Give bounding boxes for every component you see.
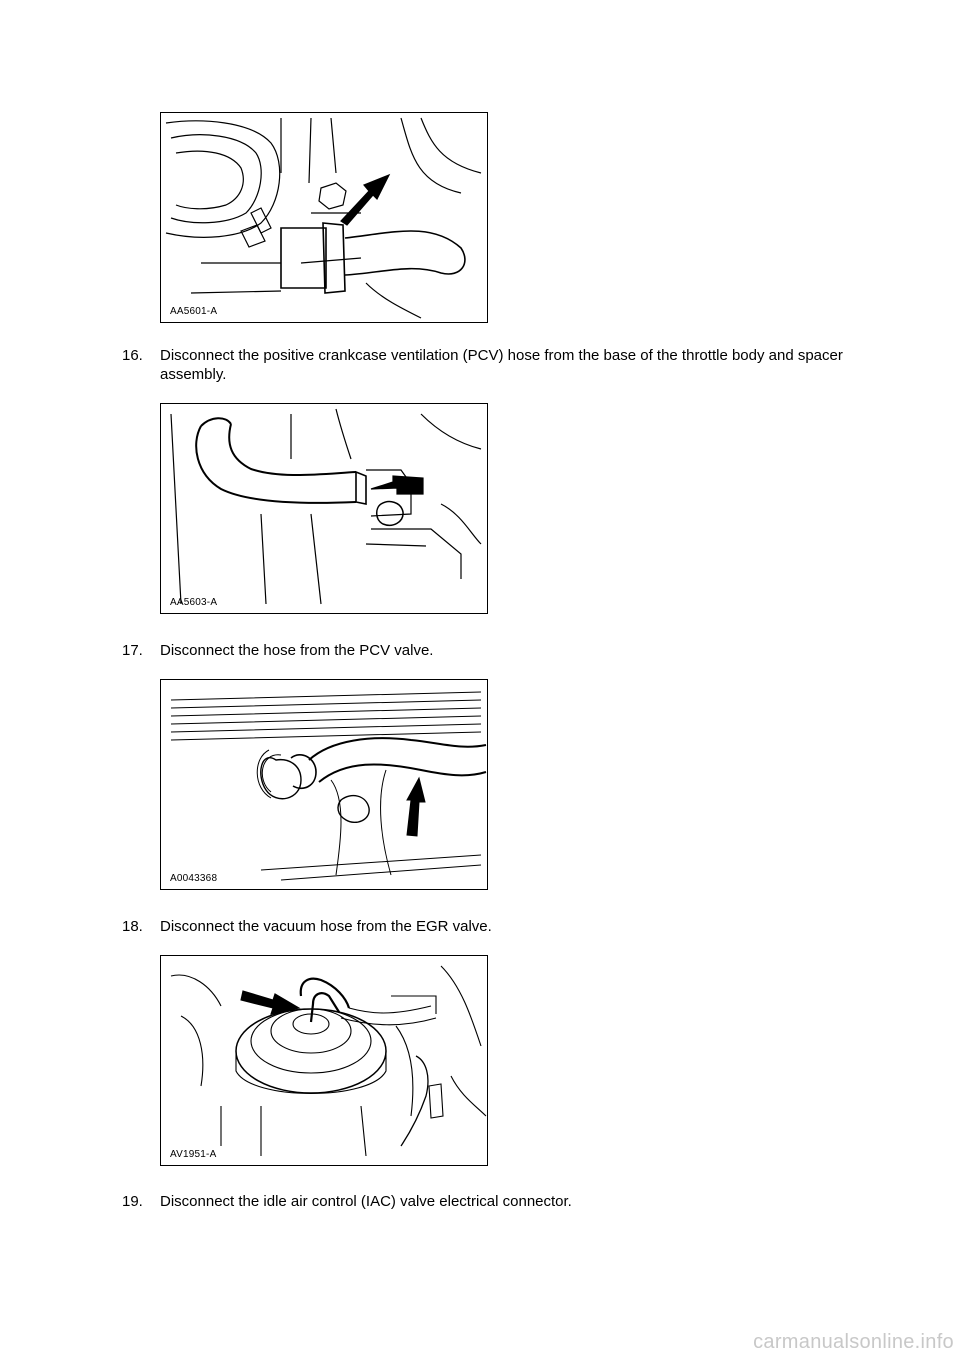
figure-label: AV1951-A bbox=[170, 1149, 217, 1160]
step-text: Disconnect the positive crankcase ventil… bbox=[160, 347, 843, 383]
watermark: carmanualsonline.info bbox=[753, 1331, 954, 1353]
step-number: 16. bbox=[122, 347, 143, 364]
figure-2: AA5603-A bbox=[160, 403, 488, 614]
illustration-pcv-hose-connection bbox=[165, 117, 482, 319]
step-number: 18. bbox=[122, 918, 143, 935]
illustration-throttle-body-pcv-hose bbox=[170, 408, 482, 605]
step-number: 17. bbox=[122, 642, 143, 659]
illustration-pcv-valve-hose bbox=[170, 691, 487, 881]
step-number: 19. bbox=[122, 1193, 143, 1210]
figure-3: A0043368 bbox=[160, 679, 488, 890]
step-19: 19. Disconnect the idle air control (IAC… bbox=[122, 1192, 862, 1211]
illustration-egr-valve-vacuum-hose bbox=[170, 965, 487, 1157]
step-17: 17. Disconnect the hose from the PCV val… bbox=[122, 641, 862, 660]
figure-1: AA5601-A bbox=[160, 112, 488, 323]
step-text: Disconnect the hose from the PCV valve. bbox=[160, 642, 434, 659]
figure-4: AV1951-A bbox=[160, 955, 488, 1166]
figure-label: AA5603-A bbox=[170, 597, 218, 608]
figure-label: A0043368 bbox=[170, 873, 218, 884]
figure-label: AA5601-A bbox=[170, 306, 218, 317]
step-text: Disconnect the vacuum hose from the EGR … bbox=[160, 918, 492, 935]
step-16: 16. Disconnect the positive crankcase ve… bbox=[122, 346, 862, 384]
step-text: Disconnect the idle air control (IAC) va… bbox=[160, 1193, 572, 1210]
step-18: 18. Disconnect the vacuum hose from the … bbox=[122, 917, 862, 936]
